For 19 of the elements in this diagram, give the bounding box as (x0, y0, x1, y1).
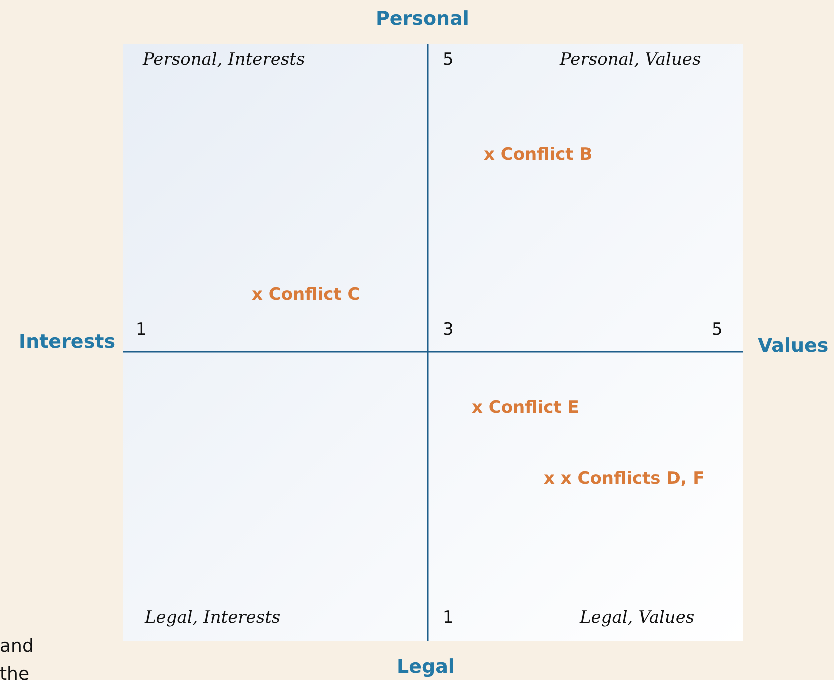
tick-label: 1 (136, 320, 147, 340)
data-point-label: x x Conflicts D, F (544, 469, 705, 489)
data-point-label: x Conflict E (472, 398, 580, 418)
quadrant-label: Personal, Interests (143, 50, 306, 70)
data-point-label: x Conflict C (252, 285, 360, 305)
axis-title: Legal (397, 656, 455, 678)
axis-title: Personal (376, 8, 470, 30)
tick-label: 1 (443, 608, 454, 628)
axis-title: Interests (19, 331, 116, 353)
body-text: the (0, 664, 30, 680)
body-text: and (0, 636, 34, 657)
quadrant-label: Personal, Values (560, 50, 702, 70)
tick-label: 3 (443, 320, 454, 340)
axis-title: Values (758, 335, 829, 357)
tick-label: 5 (443, 50, 454, 70)
quadrant-label: Legal, Values (580, 608, 695, 628)
quadrant-label: Legal, Interests (145, 608, 281, 628)
data-point-label: x Conflict B (484, 145, 593, 165)
tick-label: 5 (712, 320, 723, 340)
